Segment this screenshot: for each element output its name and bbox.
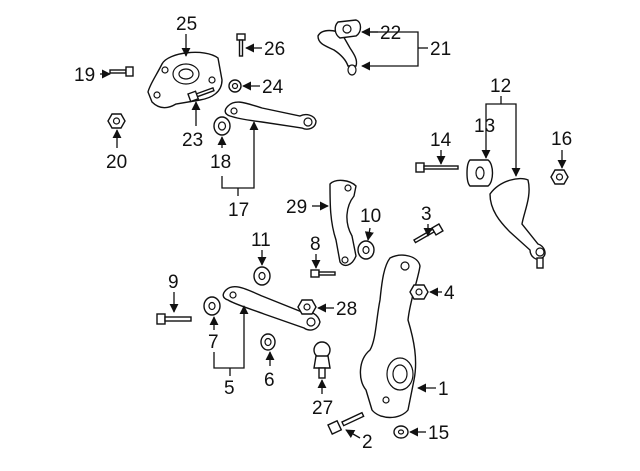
part-6-bushing [260,333,276,351]
callout-18: 18 [210,152,231,173]
callout-12: 12 [490,76,511,97]
part-13-bushing [466,159,494,187]
callout-15: 15 [428,423,449,444]
part-11-bushing [253,266,271,286]
part-28-nut [297,299,317,315]
leader-10 [364,227,374,241]
callout-20: 20 [106,152,127,173]
part-21-upper-link [317,19,362,76]
part-25-subframe-mount [147,51,223,109]
leader-5 [213,305,249,369]
callout-3: 3 [421,204,432,225]
callout-8: 8 [310,234,321,255]
part-10-washer [357,240,375,260]
part-27-ball-joint [313,341,331,379]
callout-labels: 25 26 19 24 23 20 18 17 22 21 14 13 12 1… [74,14,572,453]
callout-5: 5 [224,378,235,399]
callout-26: 26 [264,39,285,60]
leader-21 [361,31,419,71]
part-23-bolt [187,86,215,103]
callout-28: 28 [336,299,357,320]
part-26-bolt [236,33,246,57]
part-19-bolt [109,66,134,77]
callout-21: 21 [430,39,451,60]
part-5-lower-control-arm [222,286,321,331]
callout-2: 2 [362,432,373,453]
part-18-bushing [213,116,231,136]
callout-27: 27 [312,398,333,419]
leader-2 [345,429,361,439]
callout-11: 11 [251,230,271,251]
part-15-nut [393,425,409,439]
part-4-nut [409,284,429,300]
part-1-steering-knuckle [359,254,421,419]
callout-1: 1 [438,379,449,400]
part-14-bolt [415,162,459,173]
callout-10: 10 [360,206,381,227]
part-8-bolt [310,269,336,278]
callout-23: 23 [182,130,203,151]
part-24-washer [228,79,242,93]
part-9-bolt [156,313,192,325]
part-2-bolt [327,411,365,435]
callout-24: 24 [262,77,284,98]
part-20-nut [107,113,126,129]
callout-14: 14 [430,130,452,151]
callout-22: 22 [380,23,401,44]
callout-13: 13 [474,116,495,137]
leader-lines [100,27,567,439]
callout-4: 4 [444,283,455,304]
part-16-nut [550,169,569,185]
callout-25: 25 [176,14,197,35]
callout-29: 29 [286,197,307,218]
callout-16: 16 [551,129,572,150]
callout-7: 7 [208,332,219,353]
part-7-bushing [203,296,221,316]
part-12-control-arm [489,177,546,269]
part-29-bracket [329,179,357,267]
callout-17: 17 [228,200,249,221]
callout-9: 9 [168,272,179,293]
callout-6: 6 [264,370,275,391]
callout-19: 19 [74,65,95,86]
part-17-upper-control-arm [224,101,317,130]
